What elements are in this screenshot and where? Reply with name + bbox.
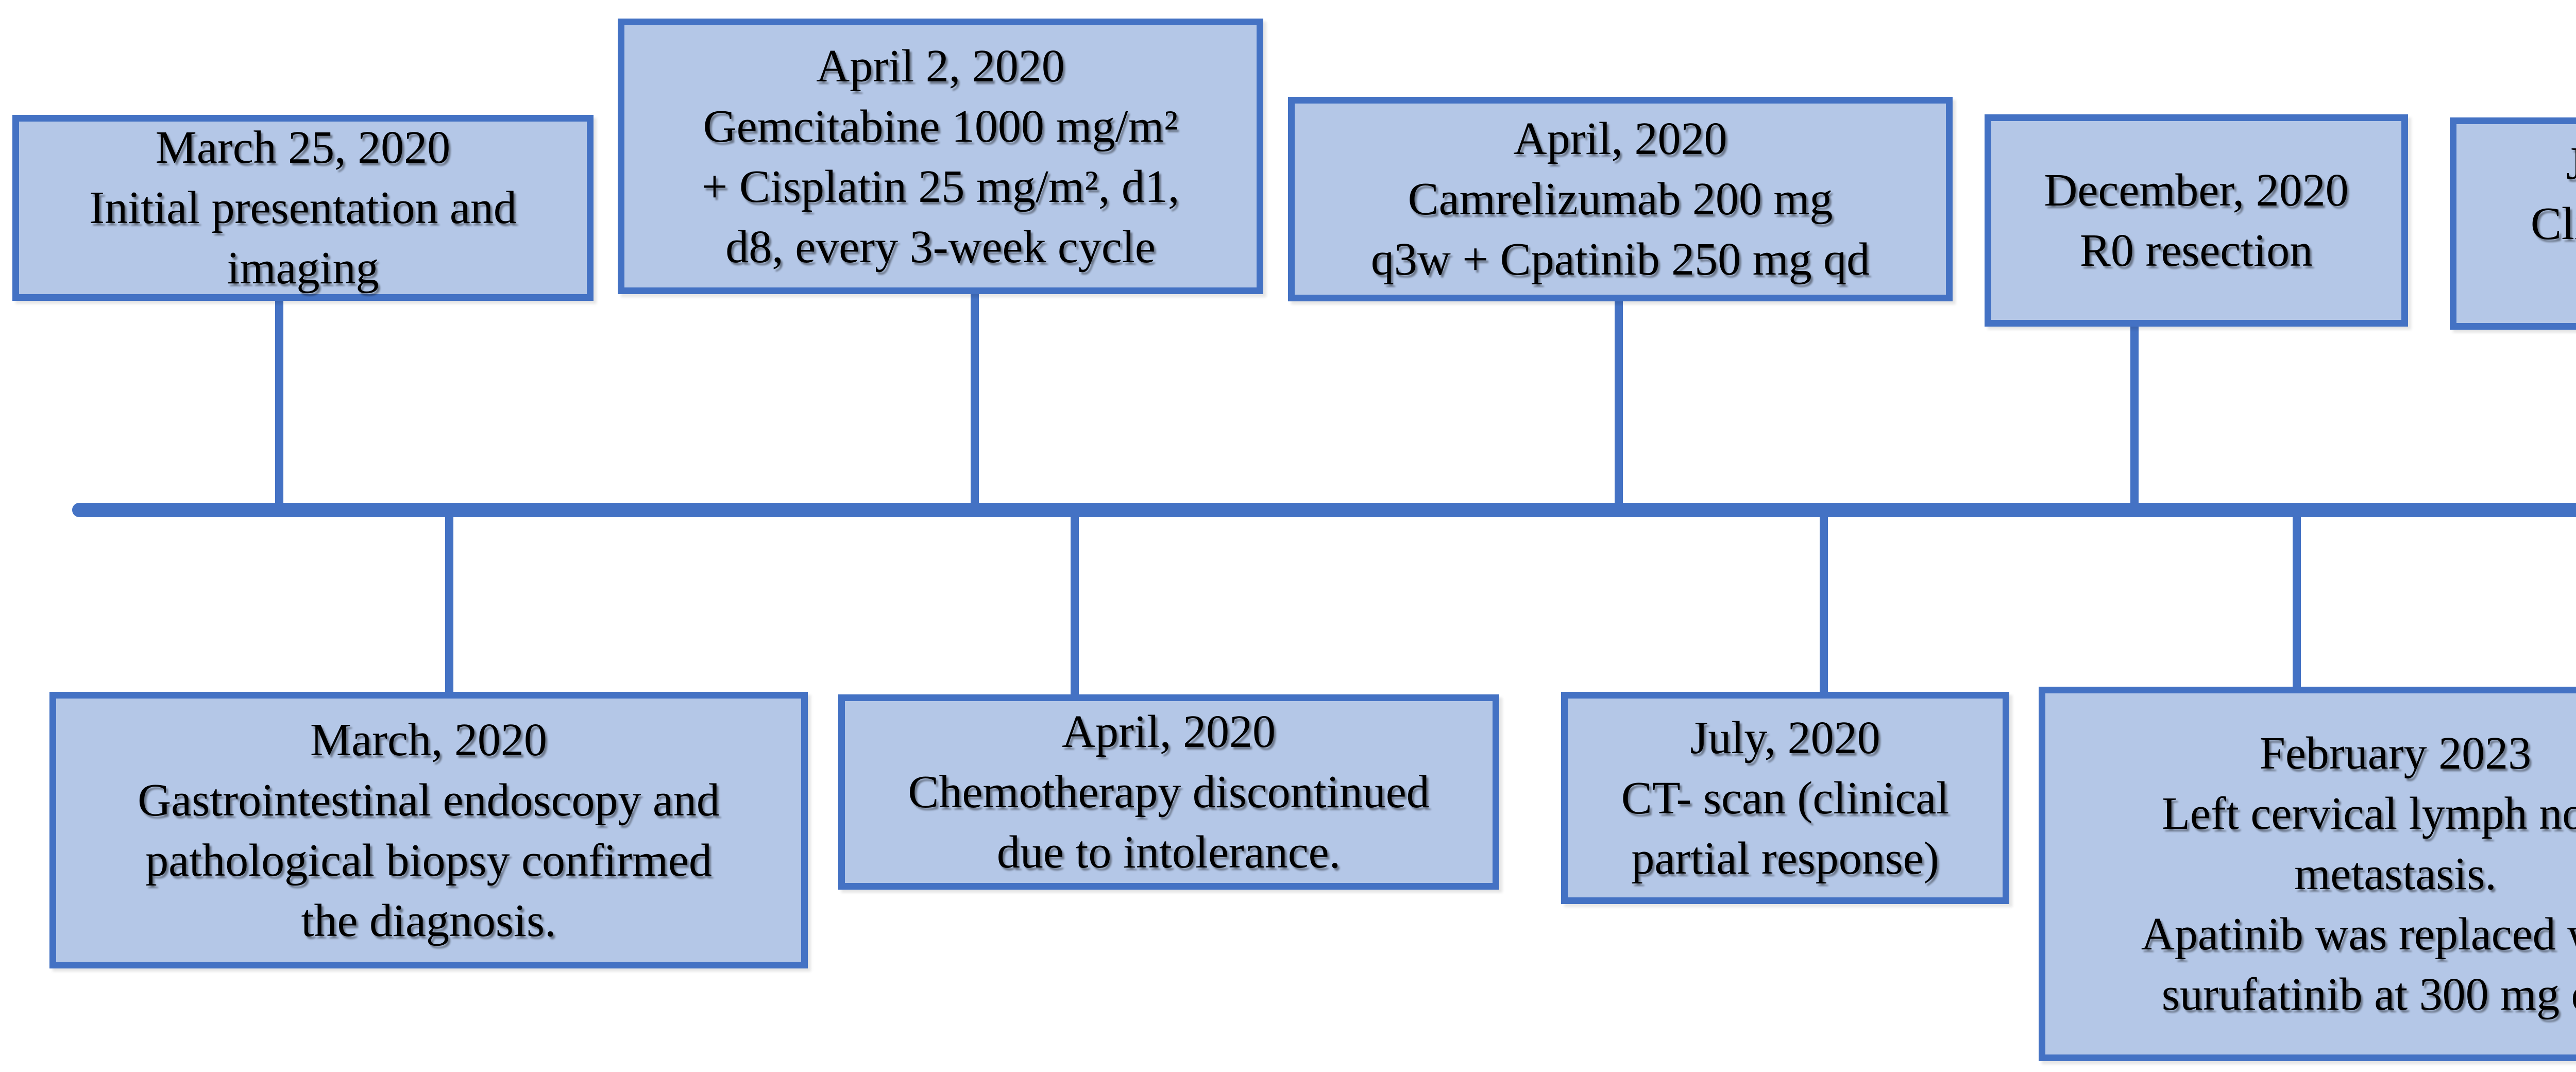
event-text-line: q3w + Cpatinib 250 mg qd bbox=[1370, 234, 1870, 285]
timeline-arrow-shaft bbox=[72, 503, 2576, 517]
event-text-line: Left cervical lymph node bbox=[2161, 788, 2576, 839]
event-box-below-3: July, 2020 CT- scan (clinical partial re… bbox=[1561, 692, 2009, 904]
event-text-line: R0 resection bbox=[2079, 225, 2313, 276]
event-text-line: metastasis. bbox=[2294, 848, 2497, 899]
event-date: March 25, 2020 bbox=[155, 122, 451, 173]
event-date: April 2, 2020 bbox=[816, 40, 1065, 92]
connector-above-1 bbox=[275, 298, 283, 505]
event-text-line: remission; bbox=[2456, 254, 2576, 314]
event-date: April, 2020 bbox=[1062, 706, 1276, 757]
event-box-below-2: April, 2020 Chemotherapy discontinued du… bbox=[838, 694, 1499, 890]
event-text-line: d8, every 3-week cycle bbox=[725, 221, 1156, 273]
event-text-line: pathological biopsy confirmed bbox=[145, 835, 712, 886]
event-text-line: Gemcitabine 1000 mg/m² bbox=[703, 100, 1178, 152]
event-text-line: CT- scan (clinical bbox=[1621, 772, 1950, 824]
event-text-line: Initial presentation and bbox=[89, 182, 517, 233]
event-date: March, 2020 bbox=[310, 714, 547, 765]
event-date: April, 2020 bbox=[1513, 113, 1727, 164]
connector-above-2 bbox=[971, 288, 979, 505]
event-box-above-2: April 2, 2020 Gemcitabine 1000 mg/m² + C… bbox=[618, 19, 1263, 294]
event-text-line: Gastrointestinal endoscopy and bbox=[138, 774, 720, 826]
connector-below-1 bbox=[445, 515, 453, 695]
connector-below-3 bbox=[1820, 515, 1828, 695]
event-text-line: Camrelizumab 200 mg bbox=[1408, 174, 1833, 225]
event-date: February 2023 bbox=[2259, 728, 2532, 779]
event-box-above-4: December, 2020 R0 resection bbox=[1985, 114, 2408, 327]
connector-above-4 bbox=[2130, 320, 2139, 505]
event-date: January, 2024 bbox=[2566, 138, 2576, 189]
event-date: July, 2020 bbox=[1690, 712, 1880, 763]
event-text-line: due to intolerance. bbox=[996, 827, 1341, 878]
event-text-line: imaging bbox=[227, 243, 379, 294]
event-text-line: partial response) bbox=[1631, 832, 1939, 884]
event-text-line: the diagnosis. bbox=[301, 895, 556, 946]
event-box-above-5: January, 2024 Clinical complete remissio… bbox=[2450, 117, 2576, 330]
event-text-line: Chemotherapy discontinued bbox=[908, 767, 1430, 818]
connector-above-3 bbox=[1615, 296, 1623, 505]
event-date: December, 2020 bbox=[2044, 165, 2349, 216]
connector-below-4 bbox=[2293, 515, 2301, 690]
event-text-line: + Cisplatin 25 mg/m², d1, bbox=[701, 161, 1180, 212]
event-text-line: Apatinib was replaced with bbox=[2141, 909, 2576, 960]
event-box-above-3: April, 2020 Camrelizumab 200 mg q3w + Cp… bbox=[1288, 97, 1953, 301]
connector-below-2 bbox=[1071, 515, 1079, 699]
event-text-line: Clinical complete bbox=[2530, 198, 2576, 249]
event-text-line: surufatinib at 300 mg qd. bbox=[2161, 969, 2576, 1020]
event-box-below-4: February 2023 Left cervical lymph node m… bbox=[2039, 687, 2576, 1061]
event-box-below-1: March, 2020 Gastrointestinal endoscopy a… bbox=[49, 692, 808, 968]
event-box-above-1: March 25, 2020 Initial presentation and … bbox=[12, 115, 594, 301]
